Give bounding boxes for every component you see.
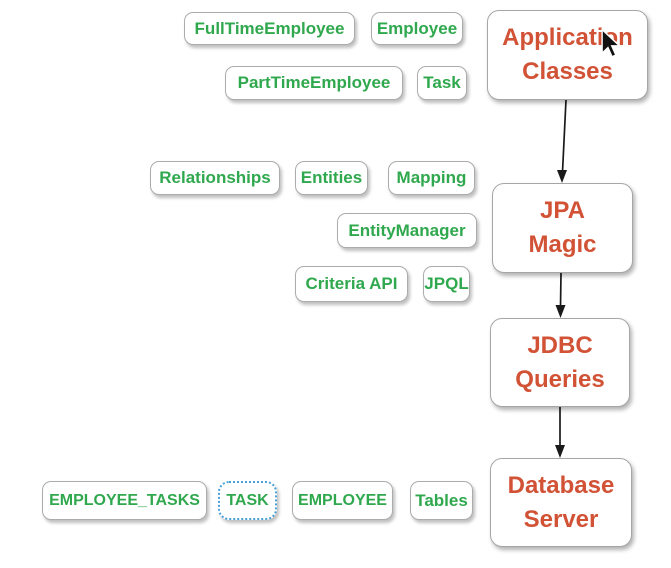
shape-tables[interactable]: Tables [410,481,473,520]
flow-node-line: Application [502,24,633,51]
shape-employee[interactable]: Employee [371,12,463,45]
flow-node-line: Classes [522,58,613,85]
flow-node-line: JPA [540,197,585,224]
flow-node-jpa-magic[interactable]: JPA Magic [492,183,633,273]
shape-relationships[interactable]: Relationships [150,161,280,195]
arrowhead-icon [557,170,567,183]
shape-entitymanager[interactable]: EntityManager [337,213,477,248]
shape-criteria-api[interactable]: Criteria API [295,266,408,302]
flow-node-line: Queries [515,365,605,393]
arrowhead-icon [555,445,565,458]
shape-employee-table[interactable]: EMPLOYEE [292,481,393,520]
shape-employee-tasks-table[interactable]: EMPLOYEE_TASKS [42,481,207,520]
flow-node-database-server[interactable]: Database Server [490,458,632,547]
flow-node-line: Server [523,505,599,533]
arrow-jpa-to-jdbc [559,272,562,308]
shape-parttimeemployee[interactable]: PartTimeEmployee [225,66,403,100]
arrow-app-to-jpa [561,99,567,173]
shape-mapping[interactable]: Mapping [388,161,475,195]
shape-task[interactable]: Task [417,66,467,100]
arrowhead-icon [555,305,566,318]
flow-node-line: Database [507,471,615,499]
shape-task-table-selected[interactable]: TASK [218,481,277,520]
flow-node-application-classes[interactable]: Application Classes [487,10,648,100]
shape-jpql[interactable]: JPQL [423,266,470,302]
flow-node-jdbc-queries[interactable]: JDBC Queries [490,318,630,407]
shape-fulltimeemployee[interactable]: FullTimeEmployee [184,12,355,45]
shape-entities[interactable]: Entities [295,161,368,195]
flow-node-line: JDBC [527,331,593,359]
flow-node-line: Magic [528,231,597,258]
